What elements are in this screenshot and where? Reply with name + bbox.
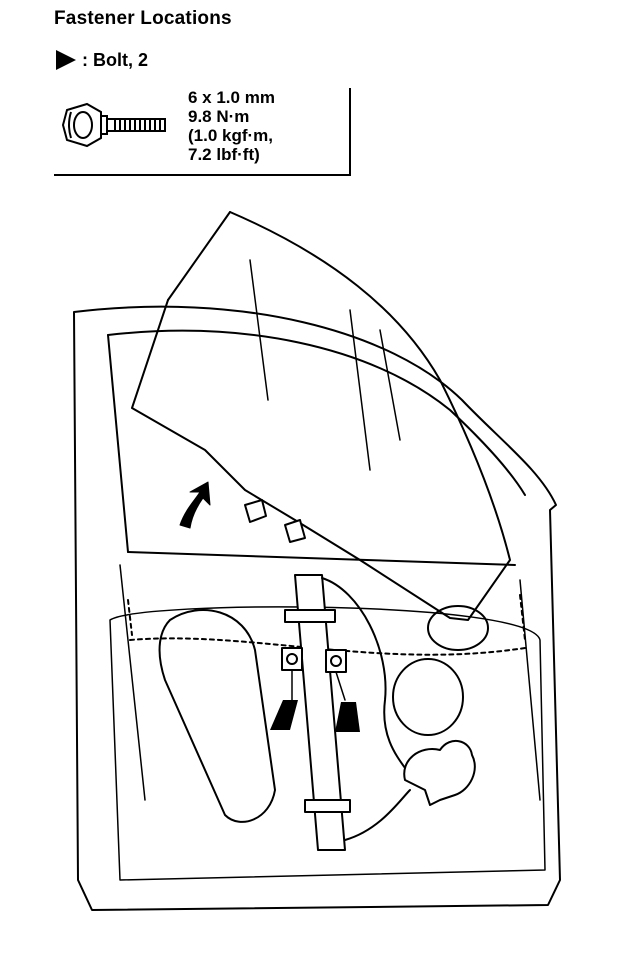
legend-label: : Bolt, 2 [82,49,148,70]
fastener-spec-box: 6 x 1.0 mm 9.8 N·m (1.0 kgf·m, 7.2 lbf·f… [54,88,351,176]
regulator-motor [403,740,476,806]
access-holes [158,605,489,823]
page-title: Fastener Locations [54,8,232,29]
spec-torque-nm: 9.8 N·m [188,107,250,126]
spec-text: 6 x 1.0 mm 9.8 N·m (1.0 kgf·m, 7.2 lbf·f… [188,88,275,164]
door-panel [73,305,561,911]
bolt-icon [61,102,166,148]
bolt-brackets [281,647,347,701]
spec-torque-kgf: (1.0 kgf·m, [188,126,274,145]
legend: : Bolt, 2 [54,49,148,71]
triangle-marker-icon [56,50,76,70]
spec-size: 6 x 1.0 mm [188,88,275,107]
up-arrow-icon [179,481,211,529]
spec-torque-lbf: 7.2 lbf·ft) [188,145,260,164]
bolt-markers [270,700,360,732]
regulator-rail [244,499,411,851]
